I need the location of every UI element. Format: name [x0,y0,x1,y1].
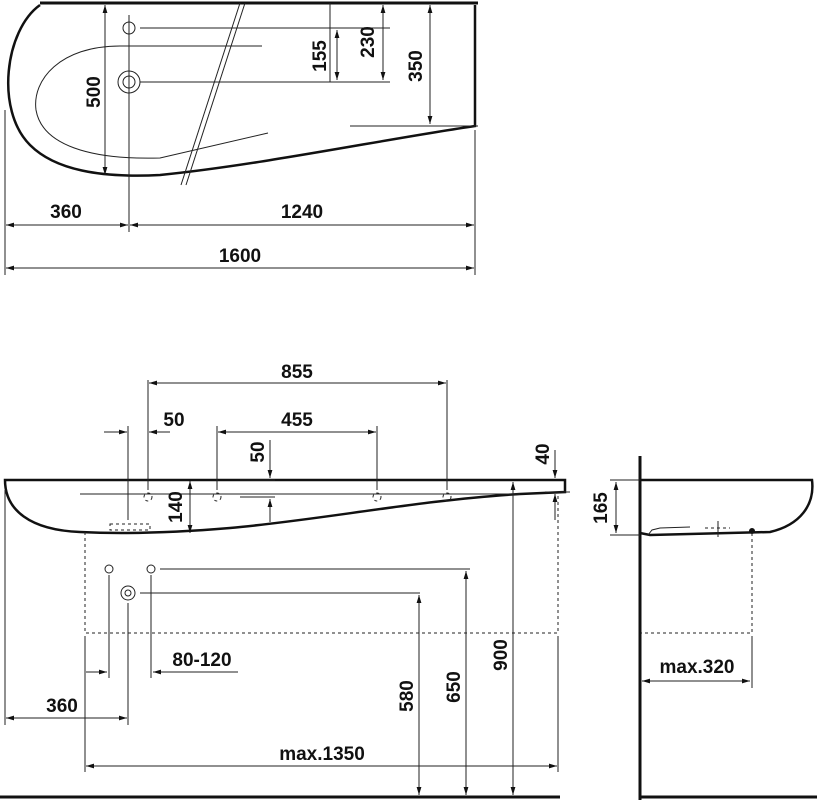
top-inner-bowl [35,45,269,159]
dim-360-top: 360 [50,202,82,223]
dim-650: 650 [444,671,465,703]
front-frame-dashed [84,496,559,634]
hole-3-icon [372,492,382,502]
waste-outer-icon [120,585,136,601]
dim-165: 165 [591,492,612,524]
top-basin-outline [6,3,477,177]
top-view: 155 230 350 500 360 1240 1600 [4,1,478,275]
dim-max-320: max.320 [659,657,734,678]
side-view: 165 max.320 [591,456,817,800]
hole-4-icon [442,492,452,502]
dim-155: 155 [310,40,331,72]
front-view: 855 50 455 50 140 40 900 650 580 [0,362,570,799]
dim-500: 500 [84,76,105,108]
dim-140: 140 [166,491,187,523]
side-drain-icon [749,528,755,534]
supply-2-icon [146,564,156,574]
waste-inner-icon [124,589,132,597]
dim-50-vertical: 50 [248,441,269,462]
hole-1-icon [143,492,153,502]
dim-max-1350: max.1350 [279,744,365,765]
side-frame-dashed [641,533,753,634]
dim-360-front: 360 [46,696,78,717]
dim-50-horizontal: 50 [163,410,184,431]
dim-80-120: 80-120 [172,650,231,671]
dim-900: 900 [491,639,512,671]
hole-2-icon [212,492,222,502]
dim-1240: 1240 [281,202,323,223]
front-basin-outline [3,478,567,535]
side-basin-outline [639,478,814,537]
top-cut-line-2 [180,2,241,186]
dim-1600: 1600 [219,246,261,267]
dim-40: 40 [533,443,554,464]
dim-230: 230 [358,26,379,58]
dim-350: 350 [406,50,427,82]
dim-855: 855 [281,362,313,383]
overflow-icon [109,523,151,531]
dim-580: 580 [397,680,418,712]
top-cut-line [185,2,246,186]
dim-455: 455 [281,410,313,431]
supply-1-icon [104,564,114,574]
